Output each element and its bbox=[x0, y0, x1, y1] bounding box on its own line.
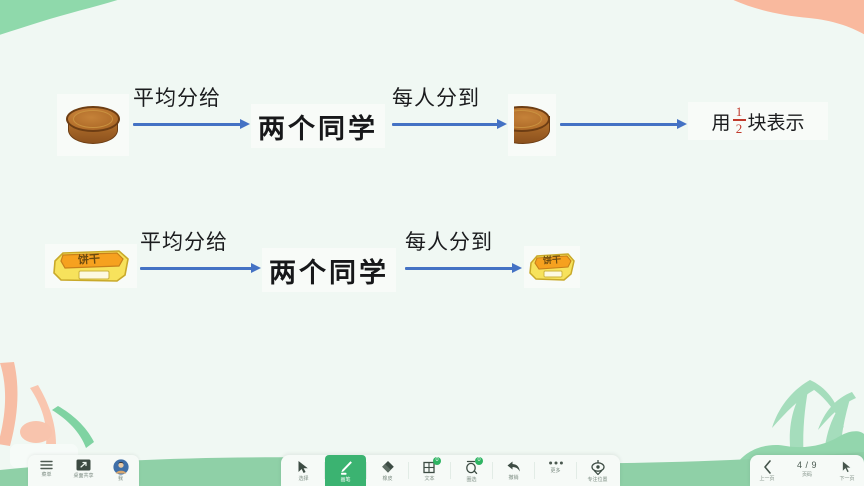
label-two-classmates-1: 两个同学 bbox=[251, 104, 385, 148]
caption-divide-equally-2: 平均分给 bbox=[140, 230, 228, 254]
toolbar-divider bbox=[576, 462, 577, 479]
page-indicator-value: 4 / 9 bbox=[796, 460, 817, 470]
pen-tool-label: 画笔 bbox=[340, 477, 351, 483]
decoration-top-left-blob bbox=[0, 0, 118, 35]
decoration-top-right-blob bbox=[733, 0, 864, 35]
target-position-icon bbox=[590, 460, 605, 475]
pencil-icon bbox=[340, 461, 352, 475]
previous-page-button[interactable]: 上一页 bbox=[750, 455, 784, 486]
arrow-3 bbox=[560, 118, 688, 130]
toolbar-divider bbox=[450, 462, 451, 479]
undo-arrow-icon bbox=[507, 461, 520, 472]
fraction-denominator: 2 bbox=[735, 120, 743, 136]
select-tool[interactable]: 选择 bbox=[283, 455, 324, 486]
select-tool-label: 选择 bbox=[298, 476, 309, 482]
user-avatar-button-label: 我 bbox=[117, 476, 123, 482]
caption-divide-equally-1: 平均分给 bbox=[133, 86, 221, 110]
toolbar-divider bbox=[366, 462, 367, 479]
text-box-icon bbox=[422, 461, 435, 474]
text-tool-label: 文本 bbox=[424, 476, 435, 482]
half-biscuit-box-text: 饼干 bbox=[542, 254, 562, 266]
diagram-row-cake: 平均分给 两个同学 每人分到 bbox=[0, 84, 864, 174]
page-indicator[interactable]: 4 / 9 页码 bbox=[784, 455, 830, 486]
avatar-icon bbox=[112, 459, 129, 475]
biscuit-box-shape bbox=[53, 250, 129, 282]
half-biscuit-box-image: 饼干 bbox=[524, 246, 580, 288]
arrow-4 bbox=[140, 262, 262, 274]
lasso-tool-label: 圈选 bbox=[466, 477, 477, 483]
next-page-button[interactable]: 下一页 bbox=[830, 455, 864, 486]
position-tool-label: 专注位置 bbox=[587, 477, 608, 483]
undo-tool[interactable]: 撤销 bbox=[493, 455, 534, 486]
more-tool-label: 更多 bbox=[550, 468, 561, 474]
toolbar-divider bbox=[324, 462, 325, 479]
eraser-tool-label: 橡皮 bbox=[382, 476, 393, 482]
undo-tool-label: 撤销 bbox=[508, 475, 519, 481]
eraser-tool[interactable]: 橡皮 bbox=[367, 455, 408, 486]
text-tool-badge: 0 bbox=[433, 457, 441, 465]
half-biscuit-box-shape bbox=[529, 253, 575, 281]
user-avatar-button[interactable]: 我 bbox=[102, 455, 139, 486]
cursor-pointer-icon bbox=[842, 460, 853, 474]
fraction-note-prefix: 用 bbox=[711, 112, 731, 134]
fraction-note-box: 用 1 2 块表示 bbox=[688, 102, 828, 140]
toolbar-divider bbox=[534, 462, 535, 479]
caption-each-person-gets-2: 每人分到 bbox=[405, 230, 493, 254]
fraction-numerator: 1 bbox=[735, 103, 743, 119]
page-navigation-bar: 上一页 4 / 9 页码 下一页 bbox=[750, 455, 864, 486]
biscuit-box-text: 饼干 bbox=[77, 253, 101, 267]
label-two-classmates-2: 两个同学 bbox=[262, 248, 396, 292]
eraser-icon bbox=[381, 461, 394, 473]
menu-button-label: 菜单 bbox=[41, 472, 52, 478]
hamburger-icon bbox=[40, 460, 53, 470]
decoration-bottom-right-plants bbox=[729, 380, 864, 470]
cursor-arrow-icon bbox=[298, 461, 308, 473]
share-screen-button-label: 桌面共享 bbox=[73, 473, 94, 479]
lasso-tool-badge: 0 bbox=[475, 457, 483, 465]
menu-button[interactable]: 菜单 bbox=[28, 455, 65, 486]
toolbar-divider bbox=[492, 462, 493, 479]
lasso-icon bbox=[465, 460, 477, 475]
screen-share-icon bbox=[76, 459, 91, 471]
toolbar-divider bbox=[408, 462, 409, 479]
ellipsis-icon bbox=[548, 461, 563, 465]
arrow-1 bbox=[133, 118, 251, 130]
next-page-label: 下一页 bbox=[839, 476, 855, 482]
decoration-bottom-left-flowers bbox=[0, 362, 94, 468]
page-indicator-label: 页码 bbox=[801, 472, 812, 478]
round-cake-image bbox=[57, 94, 129, 156]
arrow-2 bbox=[392, 118, 508, 130]
bottom-left-toolbar: 菜单 桌面共享 我 bbox=[28, 455, 139, 486]
fraction-note-suffix: 块表示 bbox=[747, 112, 805, 134]
whiteboard-toolbar: 选择 画笔 橡皮 0 文本 bbox=[281, 455, 620, 486]
caption-each-person-gets-1: 每人分到 bbox=[392, 86, 480, 110]
fraction-one-half: 1 2 bbox=[732, 103, 746, 136]
lasso-tool[interactable]: 0 圈选 bbox=[451, 455, 492, 486]
half-cake-image bbox=[508, 94, 556, 156]
pen-tool[interactable]: 画笔 bbox=[325, 455, 366, 486]
fraction-bar bbox=[732, 119, 746, 121]
arrow-5 bbox=[405, 262, 523, 274]
diagram-row-biscuit: 饼干 平均分给 两个同学 每人分到 饼干 bbox=[0, 228, 864, 318]
text-tool[interactable]: 0 文本 bbox=[409, 455, 450, 486]
share-screen-button[interactable]: 桌面共享 bbox=[65, 455, 102, 486]
previous-page-label: 上一页 bbox=[759, 476, 775, 482]
position-tool[interactable]: 专注位置 bbox=[577, 455, 618, 486]
more-tool[interactable]: 更多 bbox=[535, 455, 576, 486]
biscuit-box-image: 饼干 bbox=[45, 244, 137, 288]
chevron-left-icon bbox=[763, 460, 771, 474]
